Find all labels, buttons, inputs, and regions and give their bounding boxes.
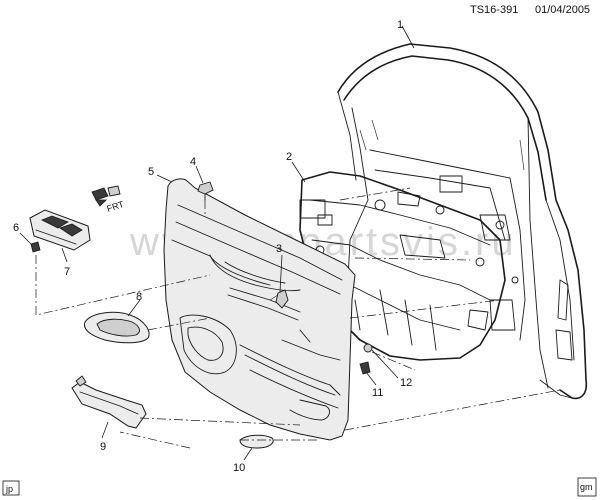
armrest-part-9: [71, 375, 147, 429]
callout-9: 9: [100, 441, 106, 453]
fastener-part-12: [363, 343, 373, 353]
callout-5: 5: [148, 166, 154, 178]
callout-6: 6: [13, 222, 19, 234]
callout-8: 8: [136, 291, 142, 303]
retainer-part-6: [30, 241, 41, 253]
corner-tag-left-text: jp: [5, 484, 13, 494]
callout-3: 3: [276, 243, 282, 255]
callout-1: 1: [397, 19, 403, 31]
front-direction-marker: FRT: [91, 185, 126, 214]
front-label: FRT: [106, 199, 126, 214]
handle-bezel-part-8: [83, 311, 150, 344]
assembly-lines: [35, 187, 561, 449]
leader-lines: [19, 25, 415, 461]
reflector-part-10: [239, 434, 274, 449]
diagram-code: TS16-391: [470, 4, 518, 16]
corner-tag-right: gm: [577, 477, 597, 497]
diagram-date: 01/04/2005: [535, 4, 590, 16]
callout-10: 10: [233, 462, 245, 474]
clip-part-11: [359, 361, 371, 375]
callout-11: 11: [372, 387, 383, 399]
callout-12: 12: [400, 377, 412, 389]
corner-tag-right-text: gm: [580, 482, 593, 492]
push-pin-part-4: [197, 181, 214, 201]
window-switch-part-7: [29, 209, 91, 251]
clip-part-3: [275, 289, 289, 309]
corner-tag-left: jp: [2, 480, 20, 496]
door-trim-panel-part-5: [163, 178, 356, 441]
callout-4: 4: [190, 156, 196, 168]
callout-labels: 1 2 3 4 5 6 7 8 9 10 11 12: [13, 19, 412, 474]
callout-2: 2: [286, 151, 292, 163]
door-frame-part-1: [337, 43, 588, 400]
callout-7: 7: [64, 266, 70, 278]
